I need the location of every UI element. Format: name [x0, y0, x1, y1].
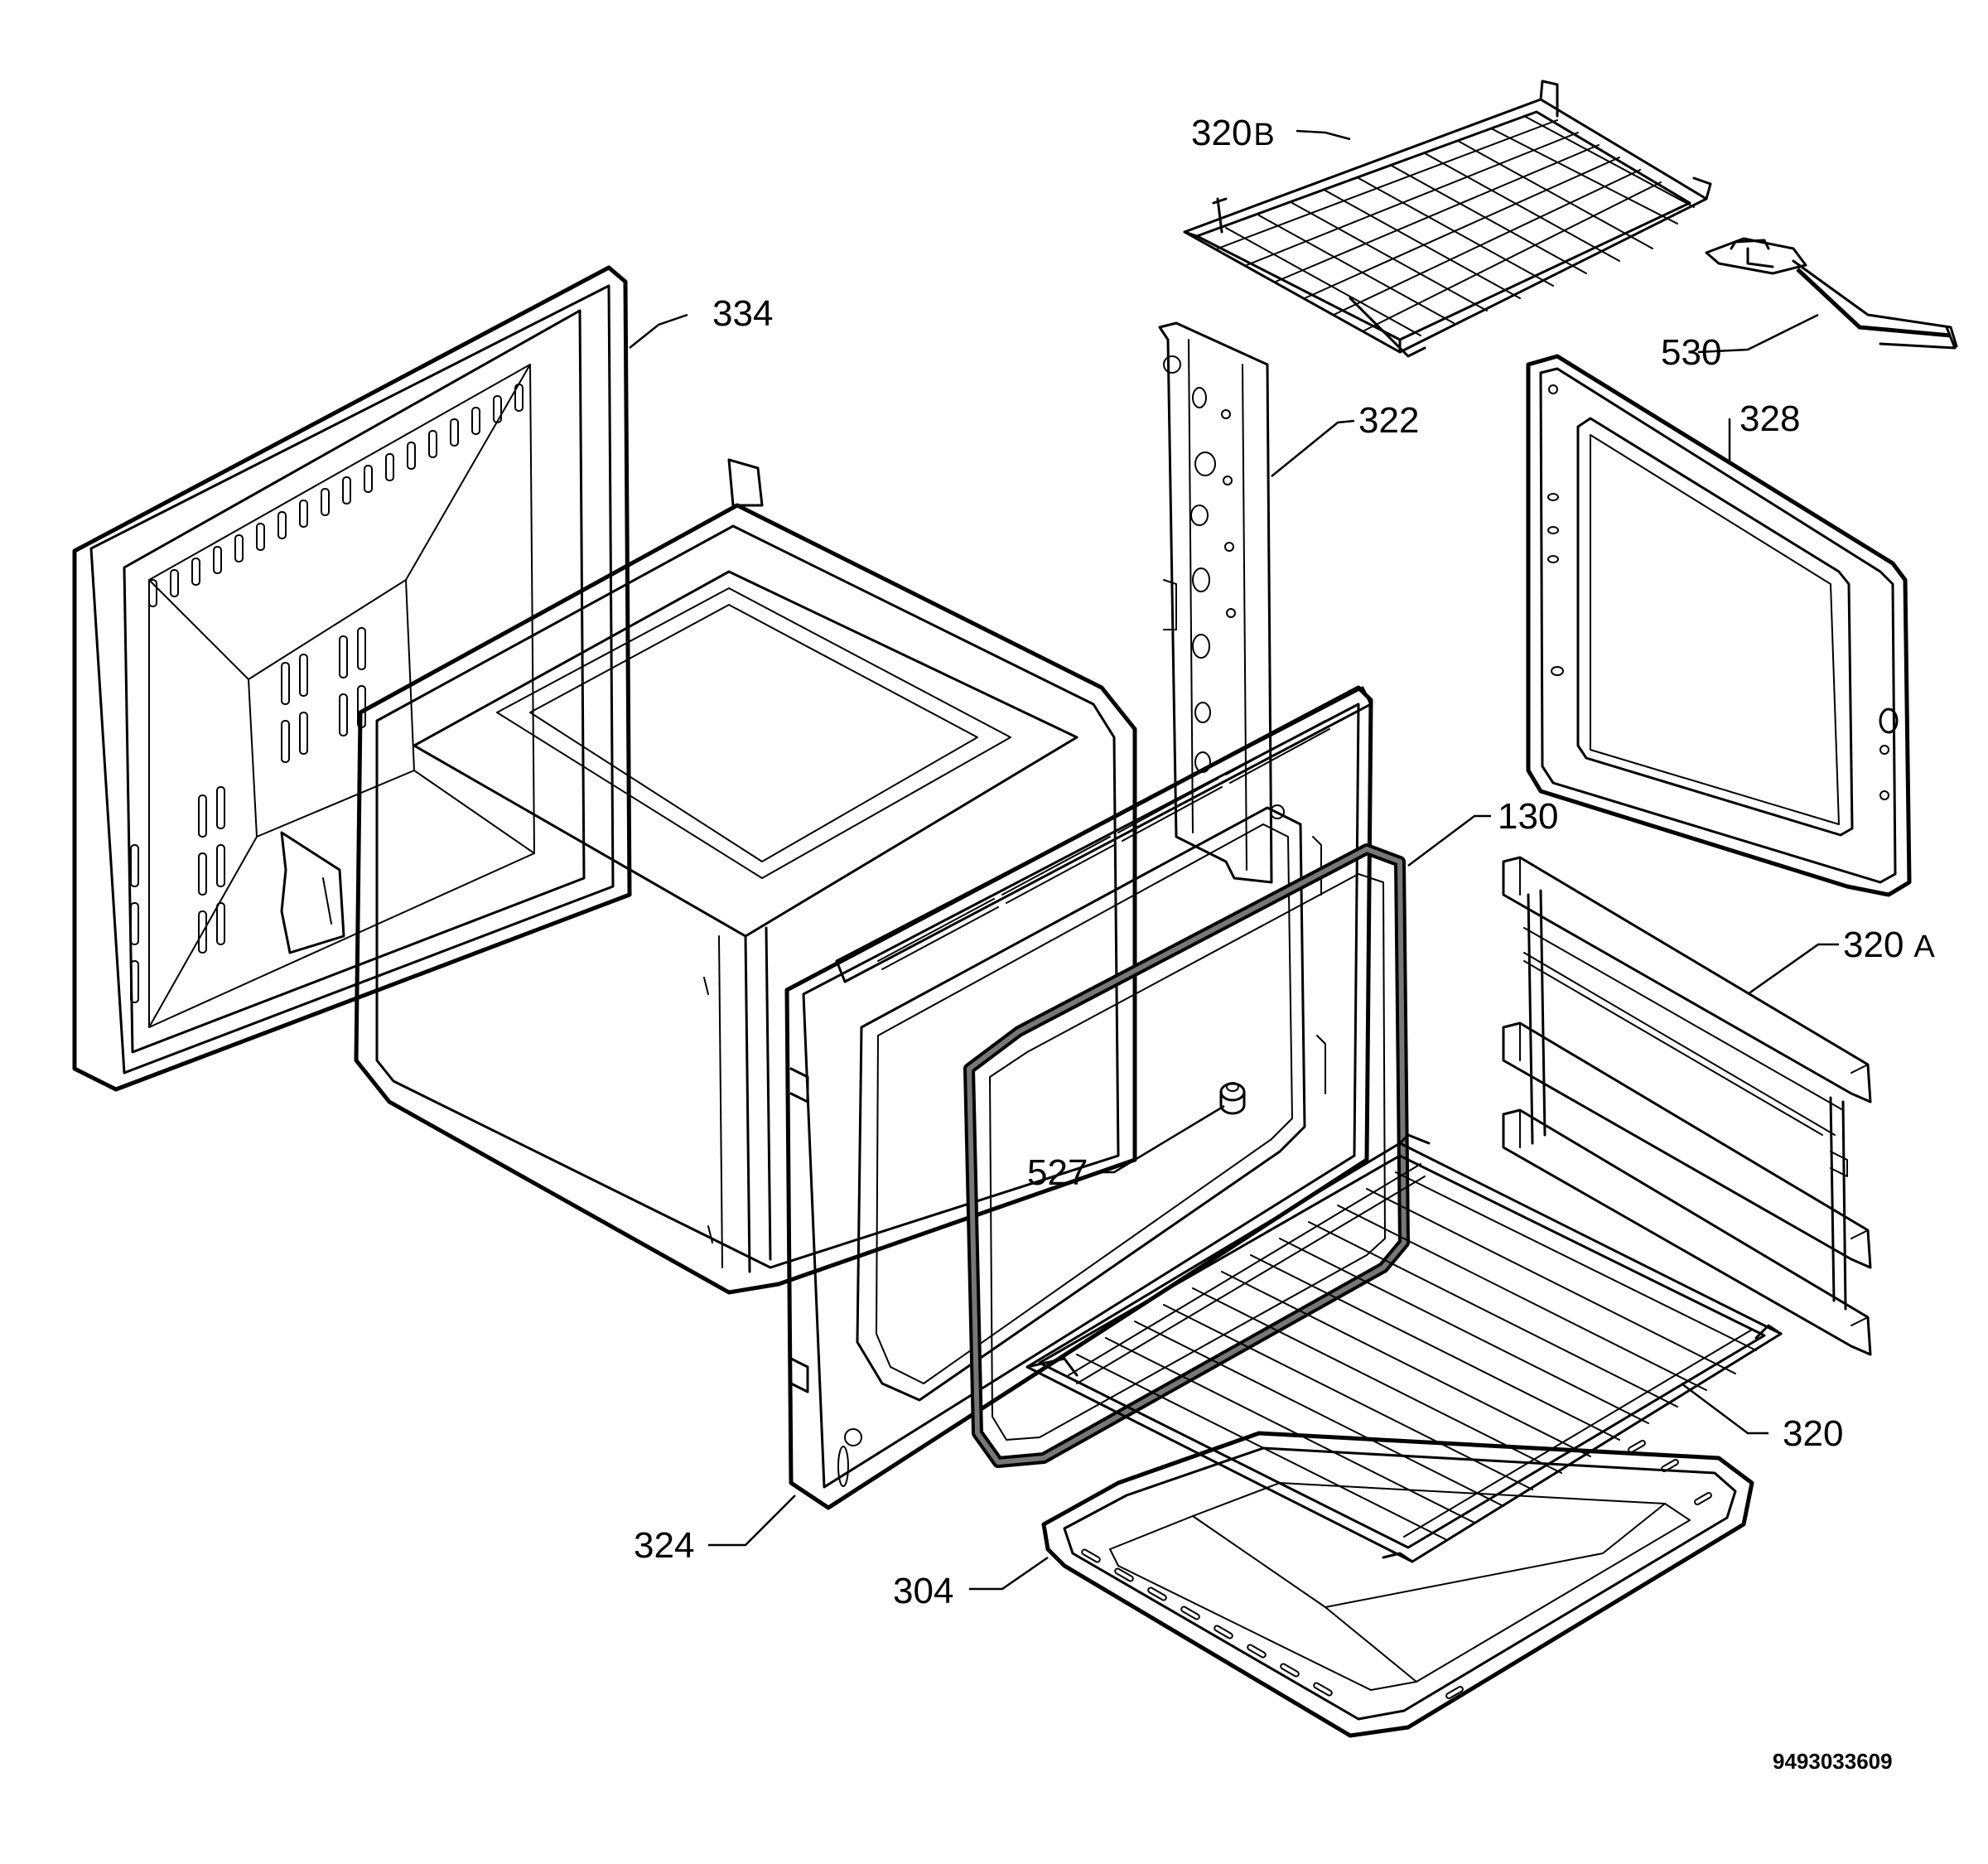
rear-wall-panel: [72, 265, 632, 1092]
label-130: 130: [1498, 796, 1558, 837]
leader-lines: [629, 129, 1839, 1591]
label-527: 527: [1027, 1152, 1088, 1193]
side-rail: [1158, 321, 1273, 884]
label-334: 334: [712, 293, 773, 334]
label-320: 320: [1783, 1413, 1843, 1454]
label-320b-number: 320: [1191, 113, 1252, 153]
baking-tray: [1041, 1431, 1754, 1738]
label-328: 328: [1740, 398, 1800, 439]
shelf-support-rails: [1502, 856, 1872, 1356]
door-gasket: [963, 843, 1410, 1468]
label-322: 322: [1358, 400, 1419, 441]
clip-part: [1219, 1082, 1246, 1115]
label-320a-number: 320: [1843, 925, 1904, 965]
label-320a: 320 A: [1843, 925, 1935, 965]
label-324: 324: [634, 1525, 694, 1566]
oven-cavity: [354, 458, 1137, 1295]
label-320b: 320B: [1191, 113, 1275, 153]
wire-grid-rack: [1183, 80, 1712, 358]
oven-wire-shelf: [1025, 1133, 1783, 1563]
front-frame: [784, 685, 1373, 1510]
shelf-handle-tool: [1705, 237, 1958, 350]
document-number: 9493033609: [1773, 1749, 1893, 1774]
door-glass-panel: [1526, 354, 1912, 897]
label-530: 530: [1661, 332, 1721, 373]
label-320b-suffix: B: [1253, 118, 1274, 152]
label-304: 304: [893, 1571, 953, 1611]
label-320a-suffix: A: [1913, 930, 1935, 964]
